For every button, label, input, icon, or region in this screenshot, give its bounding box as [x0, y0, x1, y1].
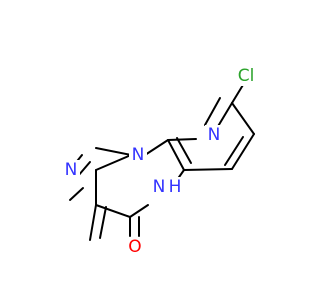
bond-imidazole-ch-double [99, 206, 107, 239]
amide-nitrogen-label: N [153, 177, 166, 197]
amide-hydrogen-label: H [169, 177, 182, 197]
molecule-structure: Cl N N N N H O [62, 66, 260, 257]
bond-ch-ch-right-double [224, 136, 244, 166]
bonds [69, 79, 255, 241]
bond-n-c-fused [167, 138, 197, 141]
atom-labels: Cl N N N N H O [62, 66, 260, 257]
imidazole-nitrogen-label: N [65, 160, 78, 180]
carbonyl-oxygen-label: O [128, 237, 141, 257]
bond-imidazole-ch [89, 204, 97, 241]
pyridine-nitrogen-label: N [208, 125, 221, 145]
bond-n-bridge-c-fused [144, 139, 169, 156]
bond-ch-n-bridge [95, 147, 132, 156]
bond-c-ch-top [231, 102, 255, 135]
bond-carbonyl-c-imidazole [95, 204, 131, 218]
bond-c-n-bridge [95, 154, 132, 171]
bond-c-n-pyridine-double [204, 97, 221, 126]
bond-ch-ch-right [231, 133, 255, 170]
bond-fused-center [167, 139, 185, 171]
chlorine-atom-label: Cl [238, 66, 255, 86]
bridgehead-nitrogen-label: N [132, 145, 145, 165]
bond-ch-c-fused [183, 168, 233, 171]
bond-nh-c-carbonyl [129, 204, 149, 218]
bond-fused-center-double [176, 137, 192, 164]
bond-ch-n-imidazole [69, 187, 84, 201]
